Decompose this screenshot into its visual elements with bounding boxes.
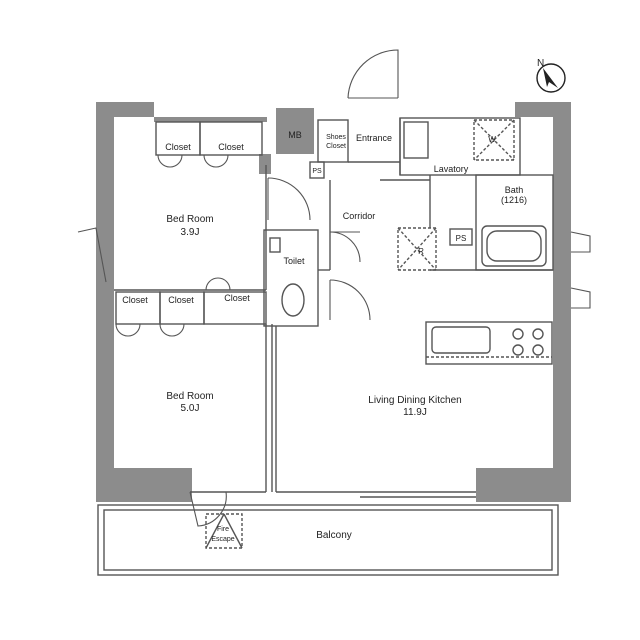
north-wall-bedroom <box>154 117 267 122</box>
bedroom2-size-label: 5.0J <box>181 403 200 414</box>
shoes-closet-label-2: Closet <box>326 143 346 150</box>
fire-escape-label-2: Escape <box>211 536 234 543</box>
bedroom2-label: Bed Room <box>166 391 213 402</box>
fire-escape-label-1: Fire <box>217 526 229 533</box>
bath-size-label: (1216) <box>501 195 527 205</box>
closet-mid-1-label: Closet <box>122 295 148 305</box>
se-column <box>476 468 571 502</box>
partitions <box>97 117 559 576</box>
fridge-label: R <box>418 247 424 256</box>
sw-column <box>96 468 192 502</box>
compass-ring-icon <box>536 63 566 93</box>
corridor-label: Corridor <box>343 211 376 221</box>
west-wall <box>96 102 114 502</box>
mb-label: MB <box>288 130 302 140</box>
ldk-size-label: 11.9J <box>403 407 427 418</box>
bedroom1-label: Bed Room <box>166 214 213 225</box>
closet-mid-2-label: Closet <box>168 295 194 305</box>
ps-kitchen-label: PS <box>456 234 467 243</box>
east-wall <box>553 102 571 502</box>
toilet-label: Toilet <box>283 256 305 266</box>
nw-column <box>96 102 154 125</box>
lavatory-label: Lavatory <box>434 164 469 174</box>
closet-top-1-label: Closet <box>165 142 191 152</box>
ldk-label: Living Dining Kitchen <box>368 395 461 406</box>
bath-label: Bath <box>505 185 524 195</box>
compass-label: N <box>537 58 544 69</box>
closet-top-2-label: Closet <box>218 142 244 152</box>
core-pillar <box>259 154 271 174</box>
ps-entrance-label: PS <box>312 168 322 175</box>
bedroom1-size-label: 3.9J <box>181 227 200 238</box>
balcony-label: Balcony <box>316 530 352 541</box>
closet-mid-3-label: Closet <box>224 293 250 303</box>
door-swings <box>77 49 591 527</box>
mb-shaft <box>276 108 314 154</box>
shoes-closet-label-1: Shoes <box>326 134 346 141</box>
structural-walls <box>96 102 571 502</box>
washer-label: W <box>488 135 496 144</box>
ne-column <box>515 102 571 125</box>
room-labels: MB Shoes Closet Entrance PS Lavatory W B… <box>122 130 527 543</box>
compass: N <box>536 58 566 93</box>
entrance-label: Entrance <box>356 133 392 143</box>
north-arrow-icon <box>543 68 558 88</box>
